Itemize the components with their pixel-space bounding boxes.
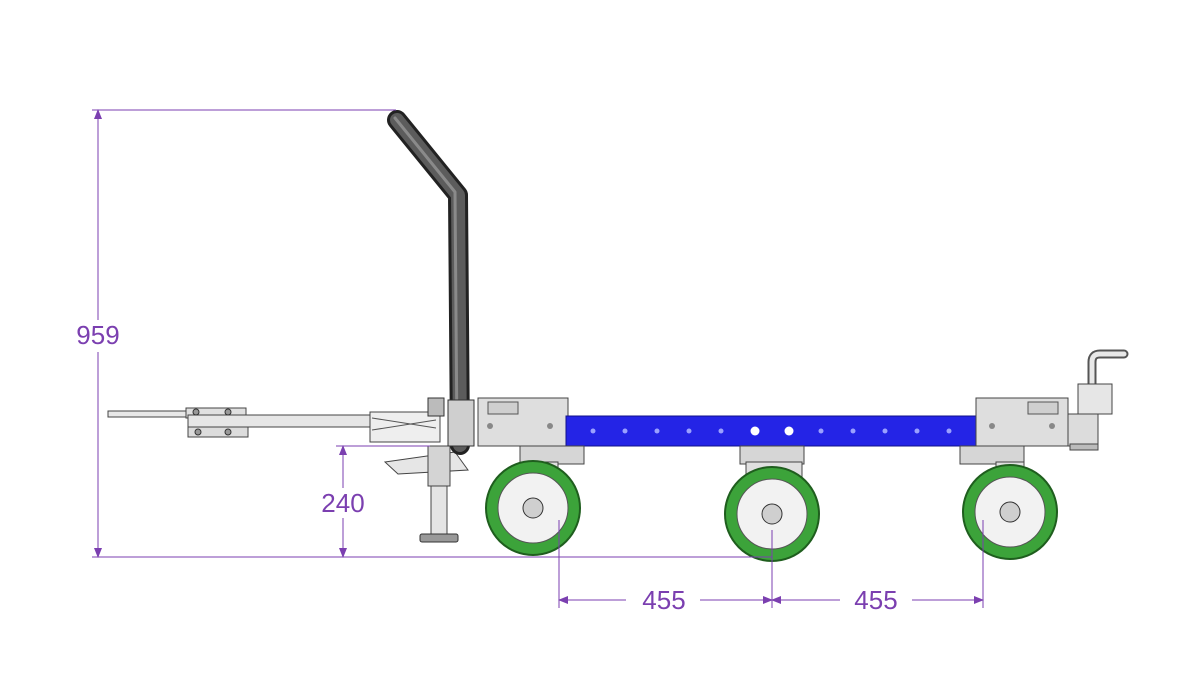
wheel-front <box>485 445 585 556</box>
push-handle <box>387 110 475 455</box>
dimension-lines <box>92 109 984 608</box>
dim-label-span-right: 455 <box>854 585 897 615</box>
frame-blue-beam <box>565 415 979 447</box>
stand-leg <box>383 445 469 543</box>
tow-bar <box>107 397 445 443</box>
wheel-rear <box>959 445 1058 560</box>
dim-label-height: 959 <box>76 320 119 350</box>
rear-coupling <box>1067 349 1129 451</box>
dim-label-hitch: 240 <box>321 488 364 518</box>
wheel-middle <box>724 445 820 562</box>
dim-label-span-left: 455 <box>642 585 685 615</box>
cart-frame <box>477 397 1069 447</box>
beam-holes <box>590 426 952 436</box>
